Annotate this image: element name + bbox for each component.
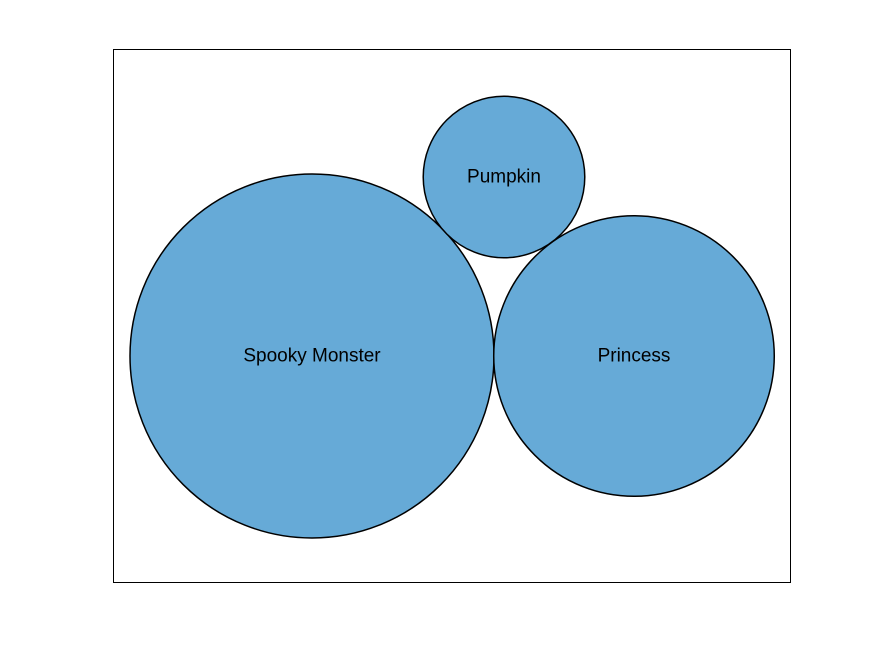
bubble-label-pumpkin: Pumpkin <box>467 167 541 188</box>
bubble-label-princess: Princess <box>598 346 671 367</box>
bubble-princess <box>492 214 776 498</box>
bubble-label-spooky-monster: Spooky Monster <box>243 346 381 367</box>
bubble-pumpkin <box>422 95 586 259</box>
